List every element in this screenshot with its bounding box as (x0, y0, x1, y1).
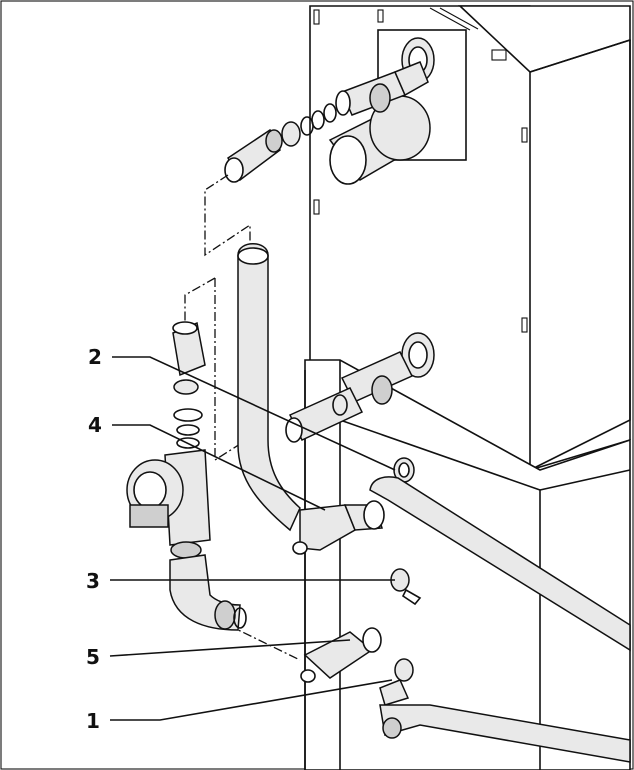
leader-lines (109, 356, 396, 721)
callout-2: 2 (88, 345, 102, 369)
callout-1: 1 (86, 709, 100, 733)
middle-port-assembly (285, 332, 435, 443)
callout-5: 5 (86, 645, 100, 669)
upper-port-assembly (224, 29, 467, 185)
vertical-pipe (237, 243, 301, 532)
leader-line-2 (112, 356, 396, 471)
callout-4: 4 (88, 413, 102, 437)
callout-3: 3 (86, 569, 100, 593)
lower-cabinet (304, 359, 631, 770)
leader-line-5 (109, 639, 351, 657)
circulation-pump (126, 321, 247, 631)
leader-line-1 (110, 679, 393, 721)
leader-line-4 (112, 424, 326, 511)
cabinet-fittings (292, 457, 631, 763)
